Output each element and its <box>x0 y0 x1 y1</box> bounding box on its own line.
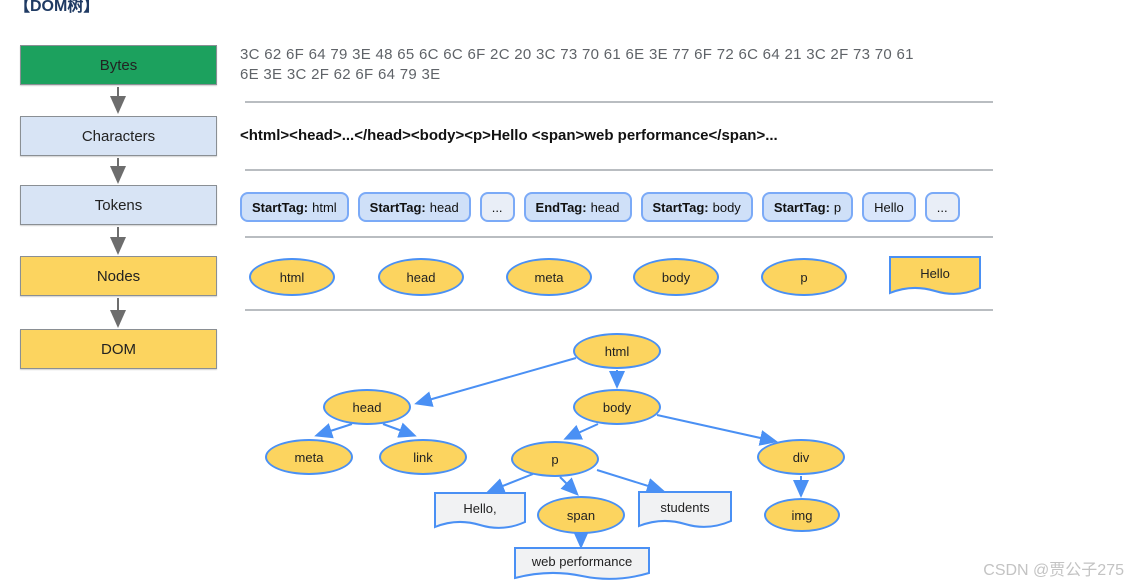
tree-node-p: p <box>511 441 599 477</box>
watermark: CSDN @贾公子275 <box>983 562 1124 579</box>
token-starttag-body: StartTag:body <box>640 192 753 222</box>
node-ellipse-head: head <box>378 258 464 296</box>
token-value: p <box>833 199 842 215</box>
tree-textnode-hello-label: Hello, <box>463 501 496 516</box>
token-type: StartTag: <box>773 199 830 215</box>
tree-textnode-students: students <box>638 491 732 528</box>
pipeline-step-nodes: Nodes <box>20 256 217 296</box>
tree-node-head: head <box>323 389 411 425</box>
tree-textnode-web-performance: web performance <box>514 547 650 580</box>
token-type: EndTag: <box>535 199 587 215</box>
characters-markup-text: <html><head>...</head><body><p>Hello <sp… <box>240 127 778 144</box>
page-title: 【DOM树】 <box>14 0 100 15</box>
node-ellipse-body: body <box>633 258 719 296</box>
token-starttag-head: StartTag:head <box>357 192 471 222</box>
token-type: StartTag: <box>369 199 426 215</box>
token-value: html <box>312 199 337 215</box>
pipeline-step-dom: DOM <box>20 329 217 369</box>
divider <box>245 236 993 238</box>
node-ellipse-p: p <box>761 258 847 296</box>
token-value: head <box>429 199 459 215</box>
tree-node-meta: meta <box>265 439 353 475</box>
tree-textnode-web-performance-label: web performance <box>531 554 632 569</box>
token-starttag-p: StartTag:p <box>761 192 854 222</box>
tokens-row: StartTag:html StartTag:head ... EndTag:h… <box>240 192 960 222</box>
tree-node-div: div <box>757 439 845 475</box>
node-ellipse-html: html <box>249 258 335 296</box>
token-value: ... <box>936 199 948 215</box>
pipeline-step-characters: Characters <box>20 116 217 156</box>
token-value: ... <box>491 199 503 215</box>
token-value: Hello <box>874 199 904 215</box>
tree-node-html: html <box>573 333 661 369</box>
node-ellipse-meta: meta <box>506 258 592 296</box>
token-type: StartTag: <box>652 199 709 215</box>
tree-textnode-hello: Hello, <box>434 492 526 529</box>
token-ellipsis: ... <box>479 192 515 222</box>
divider <box>245 101 993 103</box>
pipeline-step-tokens: Tokens <box>20 185 217 225</box>
tree-node-body: body <box>573 389 661 425</box>
token-type: StartTag: <box>252 199 309 215</box>
tree-node-span: span <box>537 496 625 534</box>
divider <box>245 169 993 171</box>
node-doc-hello: Hello <box>889 256 981 295</box>
token-value: head <box>590 199 620 215</box>
token-value: body <box>712 199 741 215</box>
node-doc-hello-label: Hello <box>920 266 950 281</box>
tree-node-link: link <box>379 439 467 475</box>
tree-textnode-students-label: students <box>660 500 710 515</box>
token-ellipsis: ... <box>924 192 960 222</box>
pipeline-step-bytes: Bytes <box>20 45 217 85</box>
token-endtag-head: EndTag:head <box>523 192 632 222</box>
token-starttag-html: StartTag:html <box>240 192 349 222</box>
tree-node-img: img <box>764 498 840 532</box>
bytes-hex-line-2: 6E 3E 3C 2F 62 6F 64 79 3E <box>240 66 441 83</box>
token-text-hello: Hello <box>862 192 916 222</box>
divider <box>245 309 993 311</box>
bytes-hex-line-1: 3C 62 6F 64 79 3E 48 65 6C 6C 6F 2C 20 3… <box>240 46 914 63</box>
